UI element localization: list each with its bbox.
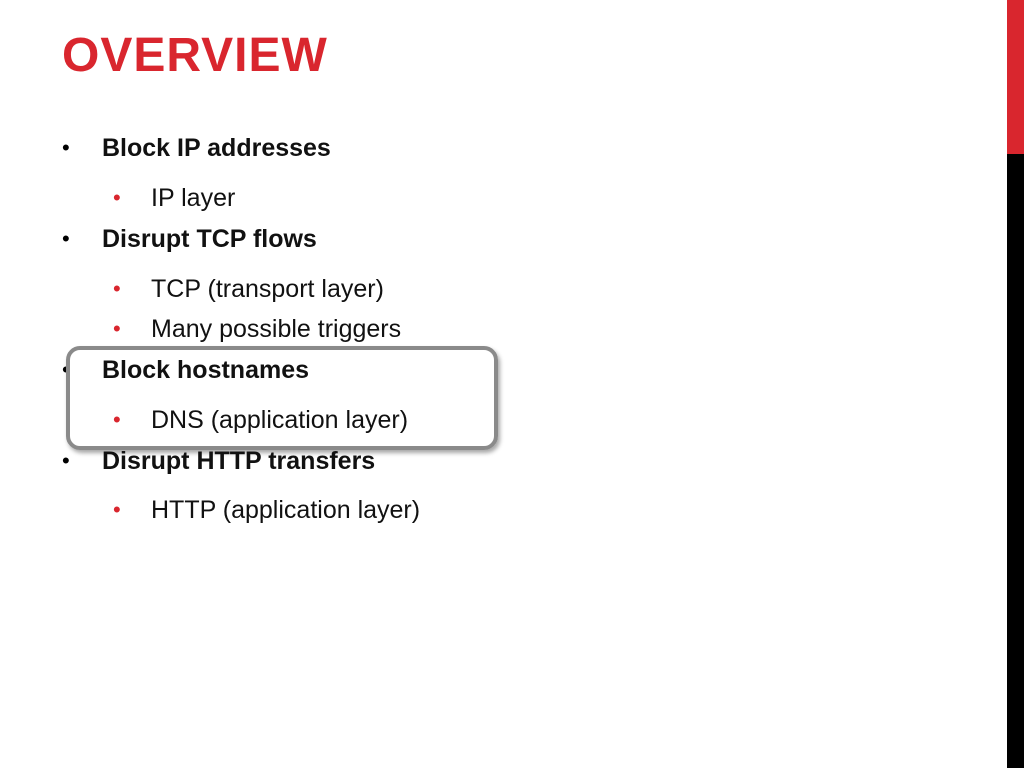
side-accent-bar-red — [1007, 0, 1024, 154]
sub-bullet-text: IP layer — [151, 184, 236, 212]
sub-bullet-text: TCP (transport layer) — [151, 275, 384, 303]
sub-bullet-text: Many possible triggers — [151, 315, 402, 343]
sub-bullet-item-tcp-transport: • TCP (transport layer) — [113, 272, 384, 306]
bullet-text: Block hostnames — [102, 356, 310, 384]
side-accent-bar-black — [1007, 154, 1024, 768]
bullet-item-block-ip: • Block IP addresses — [62, 131, 331, 165]
slide-title: OVERVIEW — [62, 29, 328, 82]
bullet-marker: • — [62, 448, 70, 473]
bullet-text: Block IP addresses — [102, 134, 331, 162]
bullet-marker: • — [62, 357, 70, 382]
sub-bullet-marker: • — [113, 407, 121, 432]
sub-bullet-marker: • — [113, 276, 121, 301]
sub-bullet-marker: • — [113, 497, 121, 522]
sub-bullet-item-ip-layer: • IP layer — [113, 181, 235, 215]
sub-bullet-item-http: • HTTP (application layer) — [113, 493, 420, 527]
bullet-text: Disrupt TCP flows — [102, 225, 317, 253]
bullet-item-block-hostnames: • Block hostnames — [62, 353, 309, 387]
sub-bullet-text: DNS (application layer) — [151, 406, 409, 434]
sub-bullet-item-dns: • DNS (application layer) — [113, 403, 408, 437]
sub-bullet-text: HTTP (application layer) — [151, 496, 421, 524]
bullet-item-disrupt-tcp: • Disrupt TCP flows — [62, 222, 317, 256]
bullet-marker: • — [62, 135, 70, 160]
bullet-text: Disrupt HTTP transfers — [102, 447, 376, 475]
highlight-box — [66, 346, 498, 450]
bullet-marker: • — [62, 226, 70, 251]
sub-bullet-item-many-triggers: • Many possible triggers — [113, 312, 401, 346]
sub-bullet-marker: • — [113, 185, 121, 210]
sub-bullet-marker: • — [113, 316, 121, 341]
bullet-item-disrupt-http: • Disrupt HTTP transfers — [62, 444, 375, 478]
